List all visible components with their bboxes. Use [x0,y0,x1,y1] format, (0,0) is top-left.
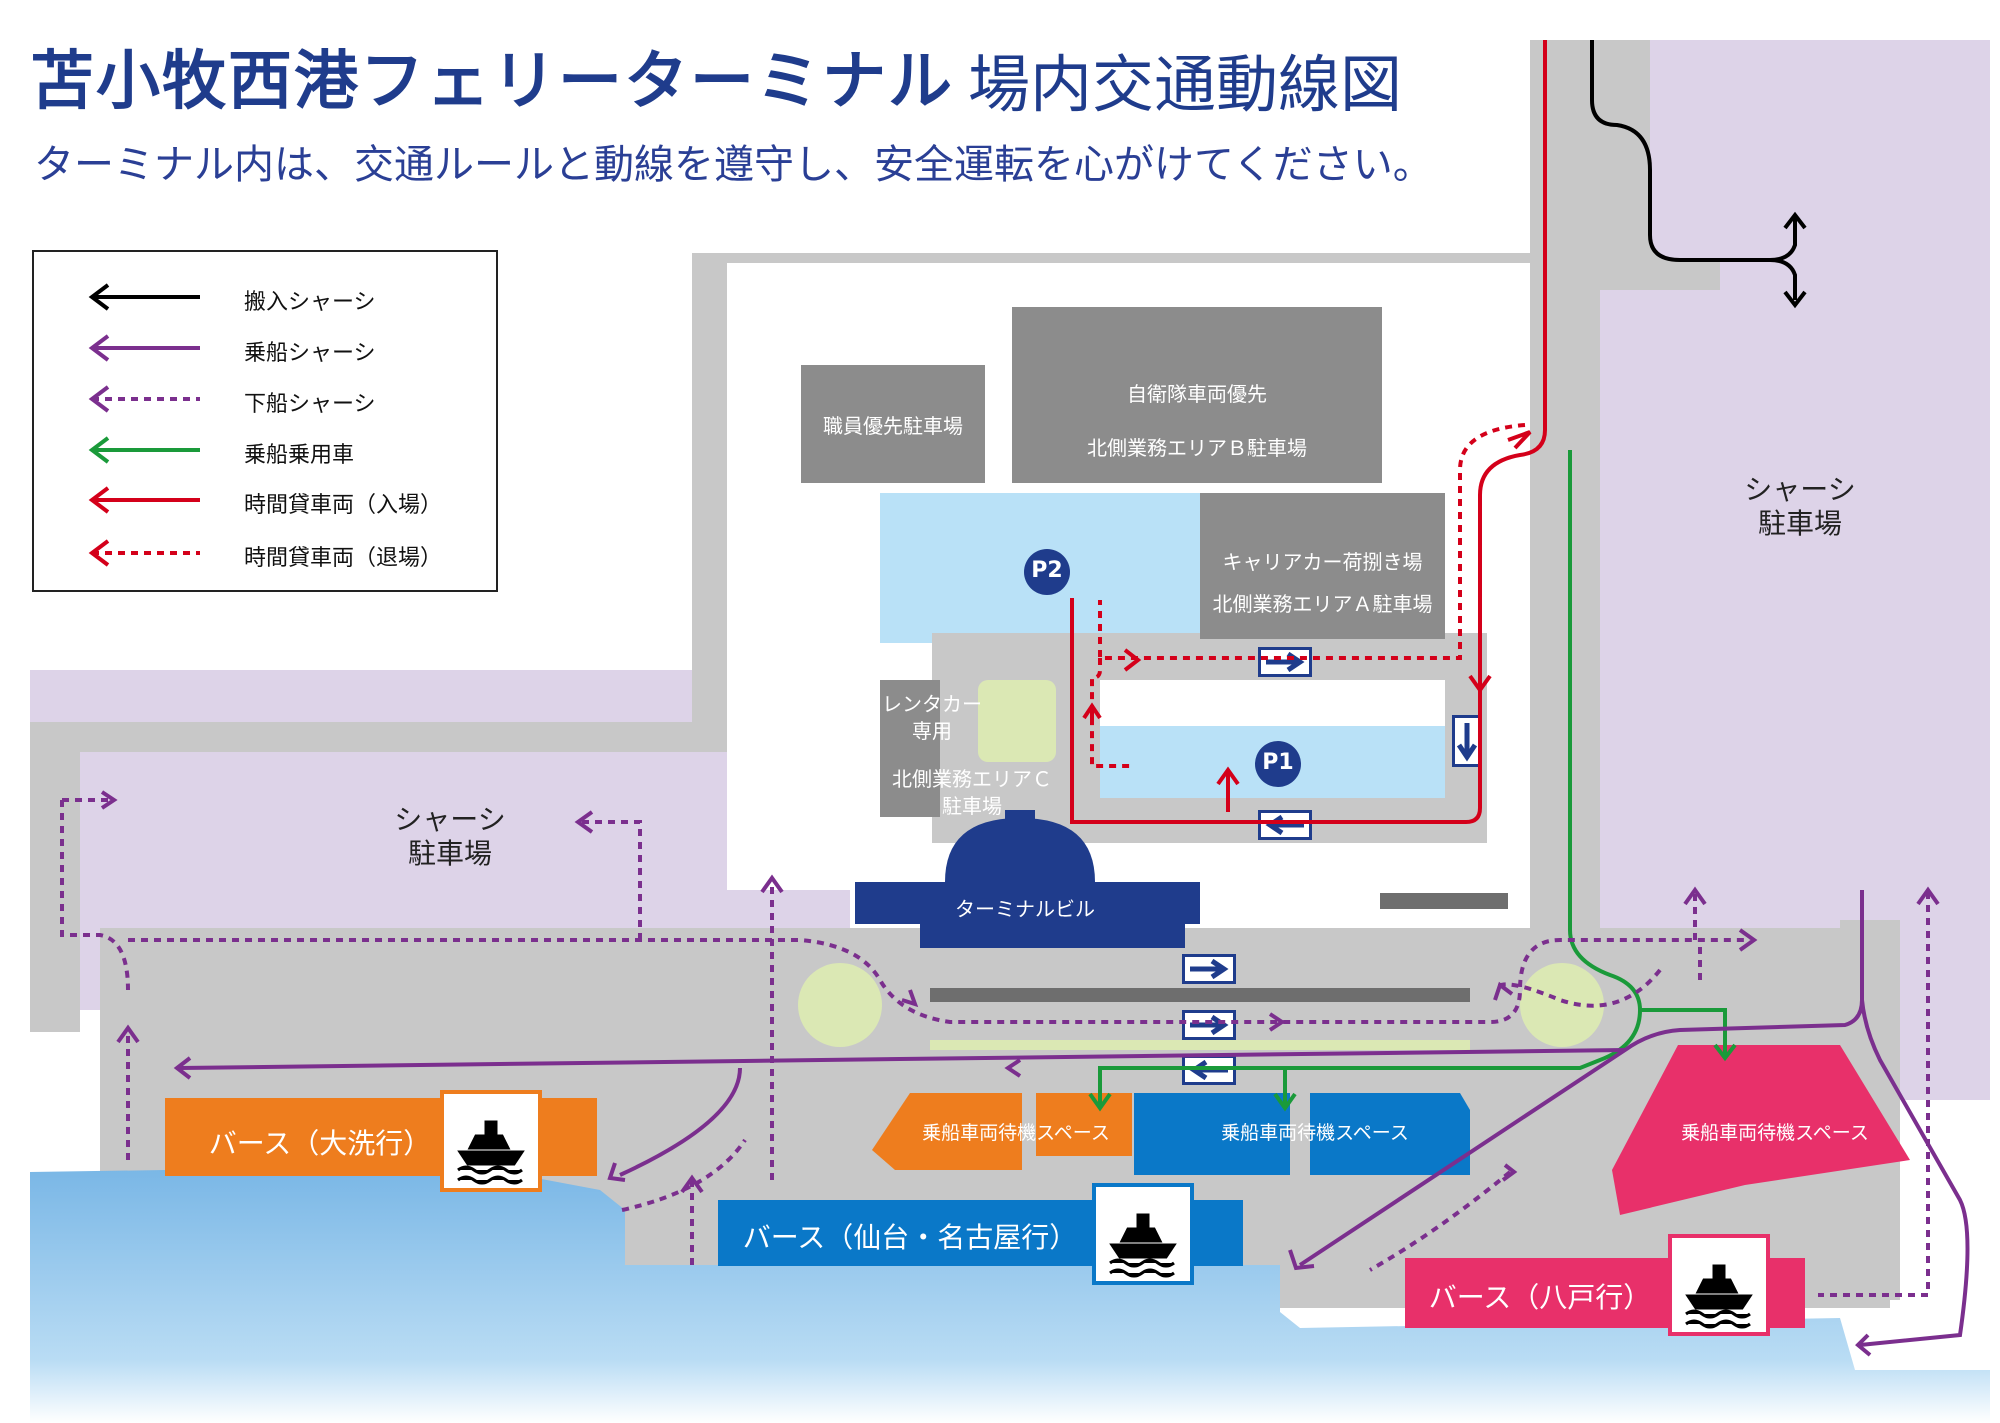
sdf-label-1: 自衛隊車両優先 [1127,382,1267,406]
legend-label: 下船シャーシ [244,392,376,417]
arrow-right-icon [1182,954,1236,984]
arrow-left-icon [88,385,200,413]
waiting-space-pink [1612,1045,1910,1215]
route-chassis-in [1590,40,1797,300]
ship-icon [1092,1183,1194,1285]
arrow-left-icon [88,283,200,311]
arrow-right-icon [1182,1010,1236,1040]
rental-label-1: レンタカー [882,692,982,716]
arrow-left-icon [88,436,200,464]
route-rental-in [1070,40,1547,824]
chassis-left-label-2: 駐車場 [407,837,492,870]
ship-icon [440,1090,542,1192]
route-passenger-car [1098,450,1727,1105]
legend-item: 下船シャーシ [34,380,496,420]
carrier-area-building [1200,493,1445,639]
p2-badge [1024,549,1070,595]
ship-icon [1668,1234,1770,1336]
carrier-label-1: キャリアカー荷捌き場 [1222,550,1423,574]
terminal-building [855,810,1200,948]
staff-parking-label: 職員優先駐車場 [823,414,963,438]
legend-label: 時間貸車両（退場） [244,546,443,571]
arrow-left-icon [88,486,200,514]
arrow-left-icon [88,539,200,567]
sdf-label-2: 北側業務エリアＢ駐車場 [1087,436,1307,460]
legend-item: 時間貸車両（退場） [34,534,496,574]
area-c-label-1: 北側業務エリアＣ [892,767,1052,791]
legend-label: 乗船乗用車 [244,443,355,468]
p2-label: P2 [1031,558,1063,583]
legend-item: 乗船シャーシ [34,329,496,369]
berth-sendai-label: バース（仙台・名古屋行） [742,1221,1078,1254]
area-c-label-2: 駐車場 [942,794,1002,818]
terminal-label: ターミナルビル [955,897,1095,921]
rental-label-2: 専用 [912,719,952,743]
chassis-left-label-1: シャーシ [394,803,506,836]
page-title-sub: 場内交通動線図 [968,48,1403,121]
waiting-space-orange-right [1036,1093,1132,1156]
waiting-space-blue-left [1134,1093,1290,1175]
p1-badge [1255,741,1301,787]
roundabout-left [798,963,882,1047]
legend-label: 乗船シャーシ [244,341,376,366]
chassis-right-label-1: シャーシ [1744,473,1856,506]
legend-item: 搬入シャーシ [34,278,496,318]
arrow-right-icon [1258,647,1312,677]
waiting-space-blue-right [1310,1093,1470,1175]
rental-car-pad [978,680,1056,762]
berth-hachinohe-label: バース（八戸行） [1428,1281,1652,1314]
page-title: 苫小牧西港フェリーターミナル [30,45,954,119]
legend: 搬入シャーシ 乗船シャーシ 下船シャーシ 乗船乗用車 時間貸車両（入場） 時間貸… [32,250,498,592]
waiting-orange-label: 乗船車両待機スペース [922,1122,1110,1144]
staff-parking-building [801,365,985,483]
sdf-parking-building [1012,307,1382,483]
page-subtitle: ターミナル内は、交通ルールと動線を遵守し、安全運転を心がけてください。 [34,142,1433,188]
berth-oarai-label: バース（大洗行） [208,1127,432,1160]
arrow-down-icon [1452,715,1482,767]
chassis-right-label-2: 駐車場 [1757,507,1842,540]
arrow-left-icon [1258,810,1312,840]
route-rental-out [1090,423,1526,768]
route-disembark-chassis [60,798,1930,1297]
p1-label: P1 [1262,750,1294,775]
legend-label: 搬入シャーシ [244,290,376,315]
legend-label: 時間貸車両（入場） [244,493,443,518]
area-c-building [880,680,940,817]
legend-item: 乗船乗用車 [34,431,496,471]
roundabout-right [1520,963,1604,1047]
carrier-label-2: 北側業務エリアＡ駐車場 [1212,592,1433,616]
route-boarding-chassis [1298,890,1970,1347]
arrow-left-icon [88,334,200,362]
sea [30,1170,1990,1423]
waiting-blue-label: 乗船車両待機スペース [1221,1122,1409,1144]
waiting-space-orange-left [872,1093,1022,1170]
legend-item: 時間貸車両（入場） [34,481,496,521]
waiting-pink-label: 乗船車両待機スペース [1681,1122,1869,1144]
